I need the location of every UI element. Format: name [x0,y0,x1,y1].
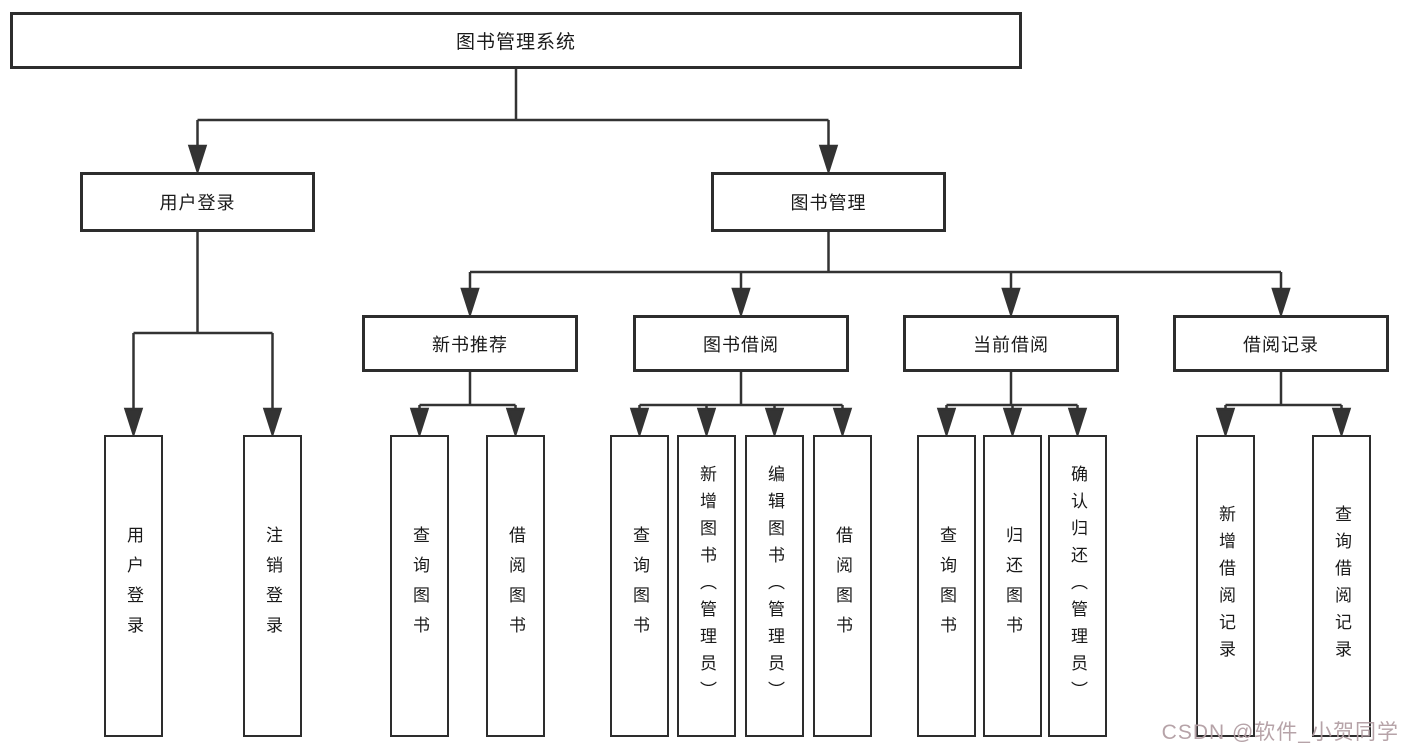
node-current-borrow: 当前借阅 [903,315,1119,372]
node-user-login: 用户登录 [80,172,315,232]
edges-user-login [123,232,283,439]
node-book-borrow: 图书借阅 [633,315,849,372]
edges-new-book-recommend [409,372,526,439]
edges-book-management [460,232,1291,319]
leaf-confirm-return-admin: 确认归还（管理员） [1048,435,1107,737]
node-borrow-records: 借阅记录 [1173,315,1389,372]
csdn-watermark: CSDN @软件_小贺同学 [1161,721,1399,744]
edges-root [187,68,839,176]
node-root-system: 图书管理系统 [10,12,1022,69]
edges-borrow-records [1215,372,1352,439]
leaf-add-borrow-record: 新增借阅记录 [1196,435,1255,737]
leaf-query-book-current: 查询图书 [917,435,976,737]
leaf-query-book-borrow: 查询图书 [610,435,669,737]
leaf-query-book-recommend: 查询图书 [390,435,449,737]
edges-book-borrow [629,372,853,439]
leaf-user-login: 用户登录 [104,435,163,737]
leaf-logout-login: 注销登录 [243,435,302,737]
leaf-add-book-admin: 新增图书（管理员） [677,435,736,737]
leaf-query-borrow-record: 查询借阅记录 [1312,435,1371,737]
node-new-book-recommend: 新书推荐 [362,315,578,372]
leaf-edit-book-admin: 编辑图书（管理员） [745,435,804,737]
leaf-borrow-book: 借阅图书 [813,435,872,737]
node-book-management: 图书管理 [711,172,946,232]
leaf-borrow-book-recommend: 借阅图书 [486,435,545,737]
leaf-return-book: 归还图书 [983,435,1042,737]
edges-current-borrow [936,372,1088,439]
